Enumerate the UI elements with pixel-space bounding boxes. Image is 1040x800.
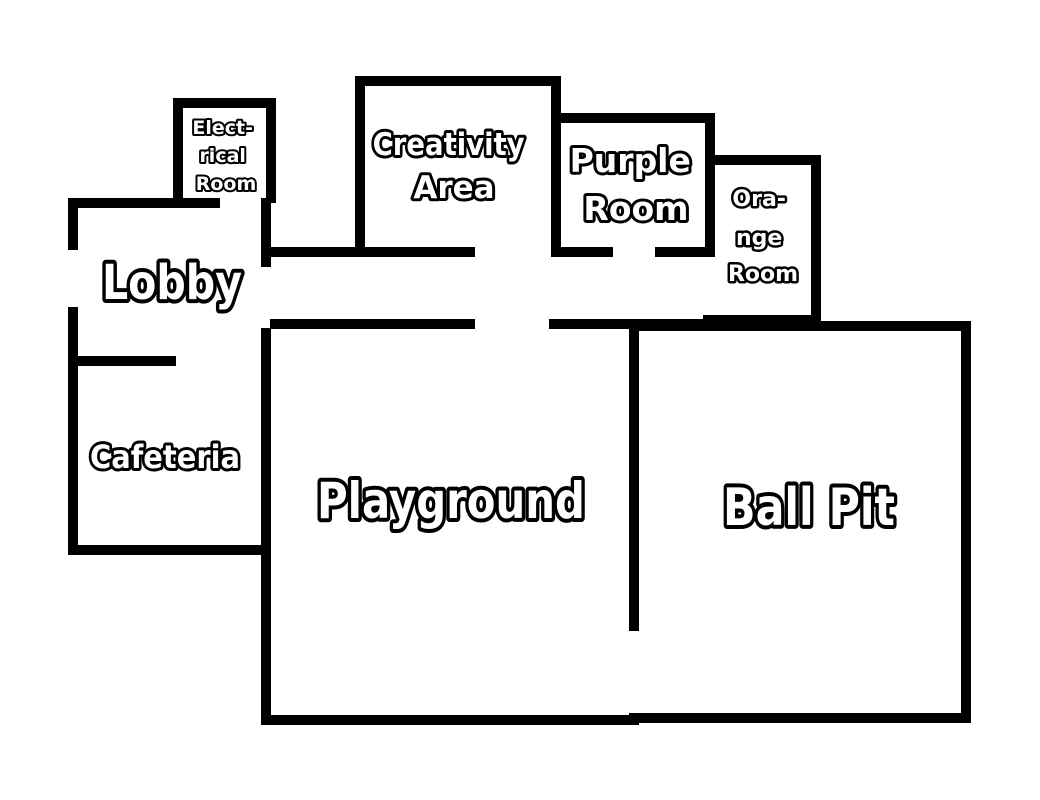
label-line: rical (199, 145, 245, 167)
label-line: Area (413, 170, 494, 206)
wall-purple-room (551, 113, 715, 257)
label-electrical-room: Elect- rical Room (192, 117, 259, 195)
room-labels: Elect- rical Room Lobby Cafeteria Creati… (87, 115, 899, 542)
label-line: Ball Pit (723, 478, 895, 538)
label-cafeteria: Cafeteria (90, 438, 240, 476)
label-line: Room (196, 173, 257, 195)
label-lobby: Lobby (102, 255, 242, 311)
label-purple-room: Purple Room (570, 141, 703, 228)
label-line: Ora- (732, 187, 786, 212)
label-orange-room: Ora- nge Room (728, 187, 798, 287)
label-playground: Playground (317, 472, 585, 530)
label-line: Lobby (102, 255, 242, 311)
label-line: Creativity (373, 127, 525, 163)
label-line: Room (583, 189, 688, 228)
wall-electrical-room (173, 98, 276, 203)
label-ball-pit: Ball Pit (723, 478, 895, 538)
label-line: nge (736, 226, 782, 251)
label-line: Elect- (192, 117, 253, 139)
label-line: Purple (570, 141, 691, 180)
label-line: Room (728, 262, 798, 287)
wall-playground (261, 328, 639, 725)
wall-creativity-area (355, 76, 561, 257)
wall-lobby-top (68, 198, 220, 250)
label-line: Playground (317, 472, 585, 530)
label-line: Cafeteria (90, 438, 240, 476)
wall-orange-room (703, 155, 821, 325)
wall-ball-pit (629, 321, 971, 723)
walls (68, 76, 971, 725)
wall-cafeteria (68, 356, 267, 555)
label-creativity-area: Creativity Area (373, 127, 536, 206)
